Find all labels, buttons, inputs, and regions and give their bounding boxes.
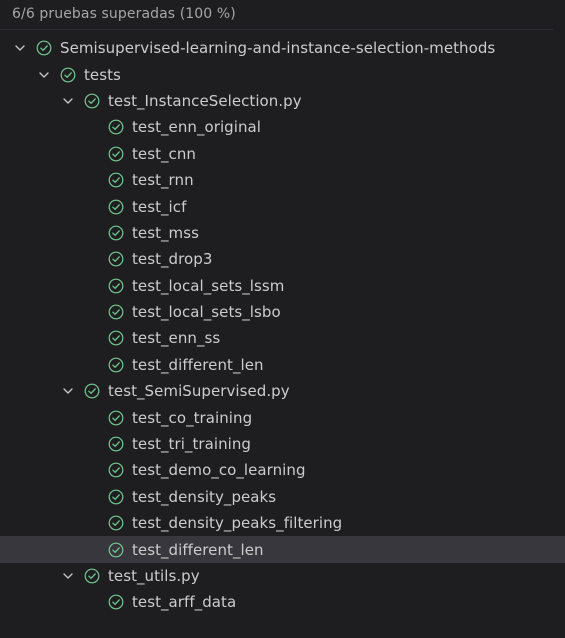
test-item-row[interactable]: test_demo_co_learning: [0, 457, 565, 483]
test-label: test_InstanceSelection.py: [108, 91, 302, 110]
check-circle-icon: [108, 225, 124, 241]
test-label: test_mss: [132, 223, 199, 242]
check-circle-icon: [108, 489, 124, 505]
twistie-spacer: [84, 225, 100, 241]
test-label: test_co_training: [132, 408, 253, 427]
test-item-row[interactable]: test_co_training: [0, 404, 565, 430]
test-item-row[interactable]: test_local_sets_lsbo: [0, 299, 565, 325]
chevron-down-icon[interactable]: [36, 67, 52, 83]
check-circle-icon: [108, 330, 124, 346]
chevron-down-icon[interactable]: [12, 40, 28, 56]
chevron-down-icon[interactable]: [60, 568, 76, 584]
test-item-row[interactable]: test_drop3: [0, 246, 565, 272]
test-label: test_icf: [132, 197, 187, 216]
test-item-row[interactable]: test_mss: [0, 220, 565, 246]
check-circle-icon: [108, 251, 124, 267]
check-circle-icon: [108, 410, 124, 426]
check-circle-icon: [84, 383, 100, 399]
test-item-row[interactable]: test_tri_training: [0, 431, 565, 457]
test-item-row[interactable]: test_different_len: [0, 352, 565, 378]
test-item-row[interactable]: test_density_peaks_filtering: [0, 510, 565, 536]
test-item-row[interactable]: test_enn_original: [0, 114, 565, 140]
test-item-row[interactable]: test_arff_data: [0, 589, 565, 615]
check-circle-icon: [84, 568, 100, 584]
test-label: tests: [84, 65, 121, 84]
test-label: test_demo_co_learning: [132, 461, 306, 480]
twistie-spacer: [84, 489, 100, 505]
test-item-row[interactable]: test_icf: [0, 193, 565, 219]
twistie-spacer: [84, 278, 100, 294]
test-label: test_cnn: [132, 144, 196, 163]
check-circle-icon: [108, 119, 124, 135]
twistie-spacer: [84, 542, 100, 558]
test-label: test_different_len: [132, 540, 264, 559]
test-summary: 6/6 pruebas superadas (100 %): [12, 6, 236, 22]
test-label: test_density_peaks: [132, 487, 277, 506]
twistie-spacer: [84, 515, 100, 531]
test-label: test_arff_data: [132, 593, 237, 612]
test-label: test_different_len: [132, 355, 264, 374]
test-group-row[interactable]: Semisupervised-learning-and-instance-sel…: [0, 35, 565, 61]
test-label: test_enn_original: [132, 118, 261, 137]
check-circle-icon: [60, 67, 76, 83]
test-item-row[interactable]: test_different_len: [0, 536, 565, 563]
check-circle-icon: [108, 542, 124, 558]
check-circle-icon: [108, 172, 124, 188]
check-circle-icon: [108, 436, 124, 452]
test-label: test_enn_ss: [132, 329, 221, 348]
check-circle-icon: [108, 515, 124, 531]
test-label: test_utils.py: [108, 567, 200, 585]
twistie-spacer: [84, 146, 100, 162]
test-label: test_tri_training: [132, 435, 251, 454]
check-circle-icon: [108, 357, 124, 373]
test-item-row[interactable]: test_cnn: [0, 141, 565, 167]
twistie-spacer: [84, 330, 100, 346]
test-item-row[interactable]: test_density_peaks: [0, 484, 565, 510]
twistie-spacer: [84, 436, 100, 452]
test-group-row[interactable]: test_utils.py: [0, 563, 565, 589]
twistie-spacer: [84, 594, 100, 610]
test-item-row[interactable]: test_local_sets_lssm: [0, 273, 565, 299]
check-circle-icon: [108, 304, 124, 320]
twistie-spacer: [84, 462, 100, 478]
twistie-spacer: [84, 119, 100, 135]
test-label: Semisupervised-learning-and-instance-sel…: [60, 39, 496, 58]
check-circle-icon: [108, 462, 124, 478]
twistie-spacer: [84, 251, 100, 267]
twistie-spacer: [84, 357, 100, 373]
test-tree: Semisupervised-learning-and-instance-sel…: [0, 35, 565, 616]
twistie-spacer: [84, 304, 100, 320]
test-label: test_drop3: [132, 250, 213, 269]
test-label: test_local_sets_lsbo: [132, 303, 281, 322]
check-circle-icon: [84, 93, 100, 109]
test-label: test_rnn: [132, 171, 194, 190]
test-item-row[interactable]: test_rnn: [0, 167, 565, 193]
test-group-row[interactable]: test_SemiSupervised.py: [0, 378, 565, 404]
chevron-down-icon[interactable]: [60, 383, 76, 399]
check-circle-icon: [108, 199, 124, 215]
test-item-row[interactable]: test_enn_ss: [0, 325, 565, 351]
test-group-row[interactable]: tests: [0, 61, 565, 87]
test-label: test_SemiSupervised.py: [108, 382, 290, 401]
test-label: test_density_peaks_filtering: [132, 514, 343, 533]
test-group-row[interactable]: test_InstanceSelection.py: [0, 88, 565, 114]
check-circle-icon: [108, 594, 124, 610]
twistie-spacer: [84, 199, 100, 215]
twistie-spacer: [84, 172, 100, 188]
check-circle-icon: [108, 146, 124, 162]
summary-divider: [0, 29, 553, 30]
check-circle-icon: [36, 40, 52, 56]
chevron-down-icon[interactable]: [60, 93, 76, 109]
check-circle-icon: [108, 278, 124, 294]
twistie-spacer: [84, 410, 100, 426]
test-label: test_local_sets_lssm: [132, 276, 285, 295]
